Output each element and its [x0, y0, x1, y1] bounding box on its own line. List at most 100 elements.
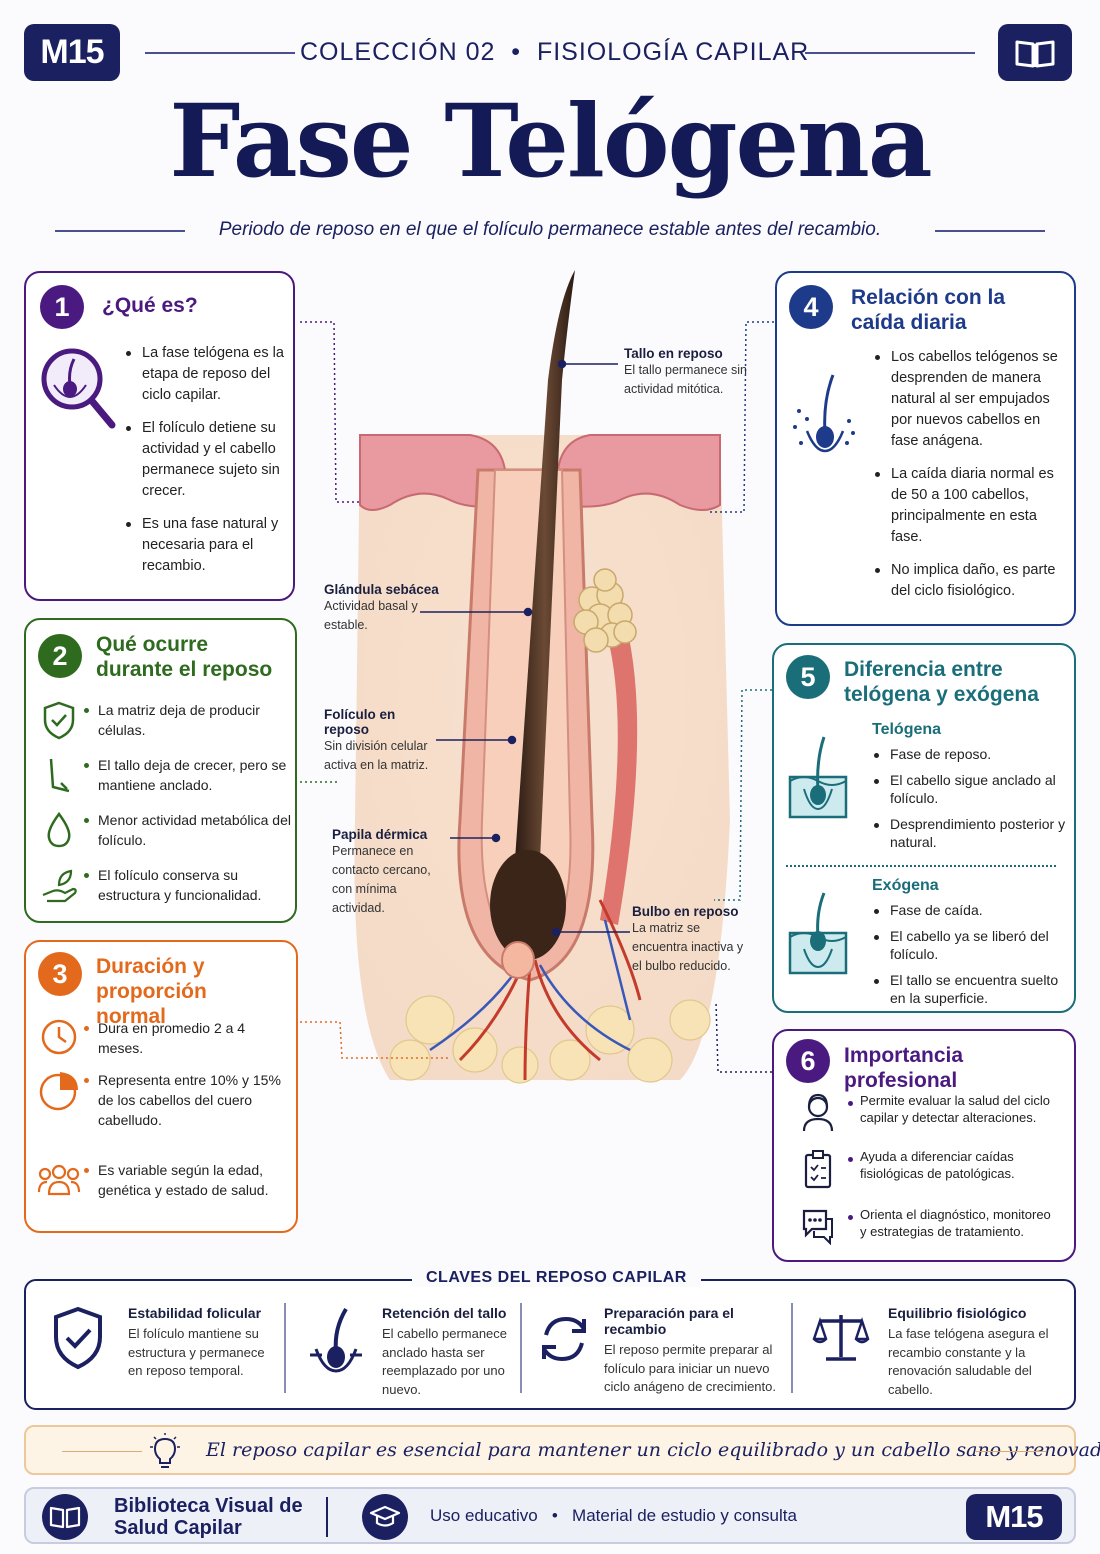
keys-separator	[791, 1303, 793, 1393]
collection-dot: •	[511, 38, 522, 66]
hair-shaft	[514, 270, 575, 950]
footer-separator	[326, 1497, 328, 1537]
section3-item: Dura en promedio 2 a 4 meses.	[36, 1018, 291, 1070]
epidermis-right	[557, 434, 721, 511]
key-item-text: El reposo permite preparar al folículo p…	[604, 1342, 776, 1394]
footer-m15-badge: M15	[966, 1494, 1062, 1540]
section5-divider	[786, 865, 1056, 867]
footer-use: Uso educativo	[430, 1506, 538, 1525]
section2-title: Qué ocurre durante el reposo	[96, 633, 273, 681]
section2-card: 2 Qué ocurre durante el reposo La matriz…	[24, 618, 297, 923]
key-item: Estabilidad folicular El folículo mantie…	[128, 1305, 268, 1381]
quote-line-left	[62, 1451, 142, 1452]
connector-section3	[300, 1021, 450, 1059]
book-badge	[998, 24, 1072, 81]
telogen-title: Telógena	[872, 721, 942, 738]
section6-item-text: Ayuda a diferenciar caídas fisiológicas …	[846, 1149, 1060, 1182]
key-item: Equilibrio fisiológico La fase telógena …	[888, 1305, 1068, 1399]
section3-items: Dura en promedio 2 a 4 meses. Representa…	[36, 1018, 291, 1220]
arrector-muscle	[590, 580, 638, 925]
section1-bullet: El folículo detiene su actividad y el ca…	[124, 418, 286, 502]
section1-title: ¿Qué es?	[102, 294, 198, 317]
header-divider-right	[805, 52, 975, 54]
hair-root-icon	[310, 1307, 362, 1373]
keys-separator	[520, 1303, 522, 1393]
telogen-bullet: El cabello sigue anclado al folículo.	[872, 771, 1068, 807]
label-foliculo-title: Folículo en reposo	[324, 707, 396, 737]
section3-title: Duración y proporción normal	[96, 955, 207, 1028]
sebaceous-gland	[573, 568, 637, 653]
page-title: Fase Telógena	[169, 82, 932, 200]
keys-panel: CLAVES DEL REPOSO CAPILAR Estabilidad fo…	[24, 1269, 1076, 1410]
section3-number: 3	[38, 952, 82, 996]
section2-item-text: La matriz deja de producir células.	[82, 700, 291, 740]
lightbulb-icon	[150, 1433, 180, 1468]
subtitle-divider-right	[935, 230, 1045, 232]
hand-leaf-icon	[42, 869, 77, 903]
hair-anchor-icon	[49, 758, 70, 793]
section6-title: Importancia profesional	[844, 1044, 964, 1092]
footer-cap-circle	[362, 1494, 408, 1540]
section4-card: 4 Relación con la caída diaria Los cabel…	[775, 271, 1076, 626]
fat-cells	[389, 995, 711, 1084]
connector-section6	[715, 1001, 772, 1073]
section3-item-text: Es variable según la edad, genética y es…	[82, 1160, 291, 1200]
section4-number: 4	[789, 285, 833, 329]
cycle-arrows-icon	[542, 1316, 586, 1362]
label-tallo-title: Tallo en reposo	[624, 346, 723, 361]
section6-item: Ayuda a diferenciar caídas fisiológicas …	[790, 1149, 1060, 1207]
clipboard-icon	[804, 1150, 832, 1189]
balance-scale-icon	[812, 1315, 870, 1361]
section6-item-text: Orienta el diagnóstico, monitoreo y estr…	[846, 1207, 1060, 1240]
page-subtitle: Periodo de reposo en el que el folículo …	[218, 219, 882, 240]
exogen-bullet: Fase de caída.	[872, 901, 1068, 919]
people-icon	[37, 1164, 81, 1196]
keys-title: CLAVES DEL REPOSO CAPILAR	[412, 1269, 701, 1287]
label-tallo-text: El tallo permanece sin actividad mitótic…	[624, 363, 747, 396]
section1-bullet: La fase telógena es la etapa de reposo d…	[124, 343, 286, 406]
label-papila-title: Papila dérmica	[332, 827, 428, 842]
label-bulbo-title: Bulbo en reposo	[632, 904, 739, 919]
telogen-bullets: Fase de reposo. El cabello sigue anclado…	[872, 745, 1068, 851]
shield-check-icon	[43, 701, 75, 740]
clock-icon	[41, 1019, 77, 1055]
section2-item: El folículo conserva su estructura y fun…	[36, 865, 291, 920]
shield-check-icon	[54, 1306, 102, 1370]
telogen-bullet: Fase de reposo.	[872, 745, 1068, 763]
header-divider-left	[145, 52, 295, 54]
section2-item-text: El tallo deja de crecer, pero se mantien…	[82, 755, 291, 795]
exogen-bullet: El tallo se encuentra suelto en la super…	[872, 971, 1068, 1007]
collection-number: COLECCIÓN 02	[300, 38, 496, 66]
section2-item: El tallo deja de crecer, pero se mantien…	[36, 755, 291, 810]
drop-icon	[47, 811, 71, 848]
section4-title: Relación con la caída diaria	[851, 286, 1006, 334]
keys-separator	[284, 1303, 286, 1393]
section6-number: 6	[786, 1039, 830, 1083]
hair-follicle-illustration	[300, 270, 774, 1084]
open-book-icon	[49, 1506, 81, 1529]
section3-item-text: Representa entre 10% y 15% de los cabell…	[82, 1070, 291, 1130]
chat-icon	[802, 1209, 833, 1245]
section2-item-text: Menor actividad metabólica del folículo.	[82, 810, 291, 850]
club-hair-bulb	[490, 850, 566, 960]
connector-section4	[710, 321, 774, 513]
section5-card: 5 Diferencia entre telógena y exógena Te…	[772, 643, 1076, 1013]
section2-item: La matriz deja de producir células.	[36, 700, 291, 755]
key-item-title: Retención del tallo	[382, 1305, 507, 1321]
section4-bullet: No implica daño, es parte del ciclo fisi…	[873, 560, 1071, 602]
section1-bullets: La fase telógena es la etapa de reposo d…	[124, 343, 286, 589]
section2-item: Menor actividad metabólica del folículo.	[36, 810, 291, 865]
section6-card: 6 Importancia profesional Permite evalua…	[772, 1029, 1076, 1262]
section6-item: Orienta el diagnóstico, monitoreo y estr…	[790, 1207, 1060, 1263]
section3-item: Es variable según la edad, genética y es…	[36, 1160, 291, 1220]
label-glandula-text: Actividad basal y estable.	[324, 599, 418, 632]
label-papila-text: Permanece en contacto cercano, con mínim…	[332, 844, 431, 915]
section4-bullet: Los cabellos telógenos se desprenden de …	[873, 347, 1071, 452]
telogen-bullet: Desprendimiento posterior y natural.	[872, 815, 1068, 851]
key-item-text: El cabello permanece anclado hasta ser r…	[382, 1326, 508, 1397]
blood-vessels-red	[458, 899, 642, 1081]
section5-title: Diferencia entre telógena y exógena	[844, 658, 1039, 706]
exogen-title: Exógena	[872, 877, 939, 894]
label-bulbo-text: La matriz se encuentra inactiva y el bul…	[632, 921, 744, 973]
key-item: Preparación para el recambio El reposo p…	[604, 1305, 788, 1397]
